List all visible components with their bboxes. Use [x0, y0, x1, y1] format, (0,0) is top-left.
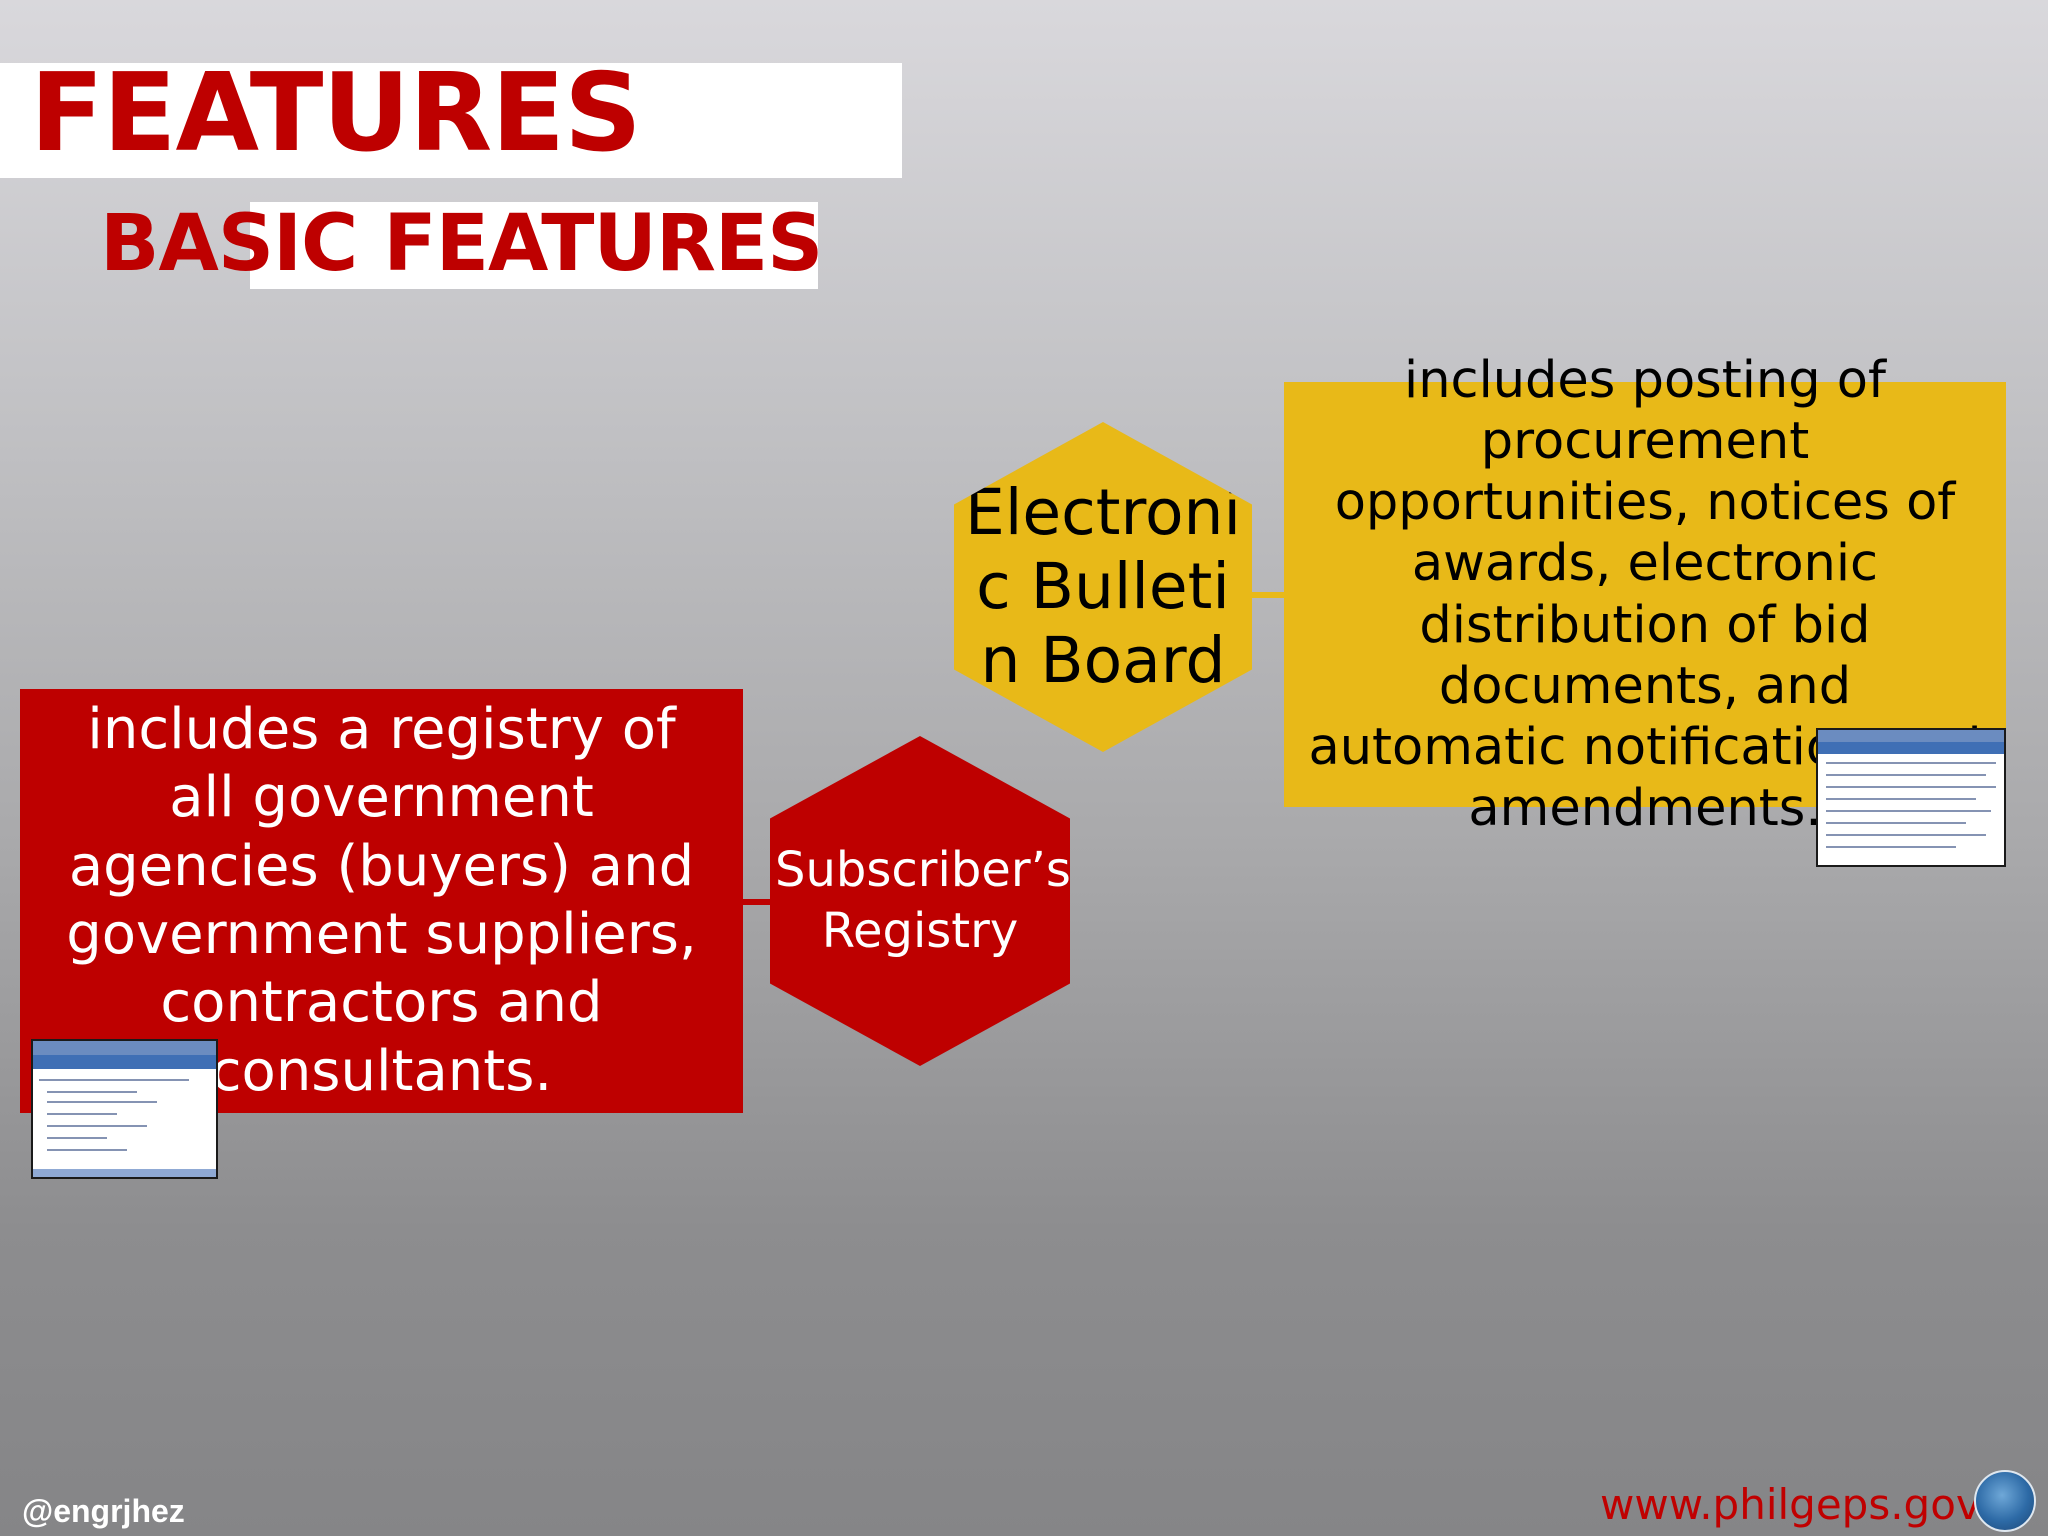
bulletin-connector — [1250, 592, 1286, 598]
registry-connector — [740, 899, 774, 905]
registry-description-box: includes a registry of all government ag… — [20, 689, 743, 1113]
bulletin-hexagon: Electronic Bulletin Board — [954, 422, 1252, 752]
bulletin-hexagon-label: Electronic Bulletin Board — [965, 475, 1241, 698]
registry-screenshot-thumbnail — [31, 1039, 218, 1179]
philgeps-logo-icon — [1974, 1470, 2036, 1532]
author-handle: @engrjhez — [22, 1493, 185, 1529]
registry-hexagon: Subscriber’s Registry — [770, 736, 1070, 1066]
registry-hexagon-label: Subscriber’s Registry — [775, 841, 1071, 959]
slide-title: FEATURES — [30, 51, 642, 176]
subtitle-background — [250, 202, 818, 289]
slide-subtitle: BASIC FEATURES — [100, 199, 823, 289]
website-url: www.philgeps.gov. — [1600, 1480, 1991, 1529]
title-background — [0, 63, 902, 178]
registry-description-text: includes a registry of all government ag… — [66, 697, 697, 1104]
bulletin-screenshot-thumbnail — [1816, 728, 2006, 867]
